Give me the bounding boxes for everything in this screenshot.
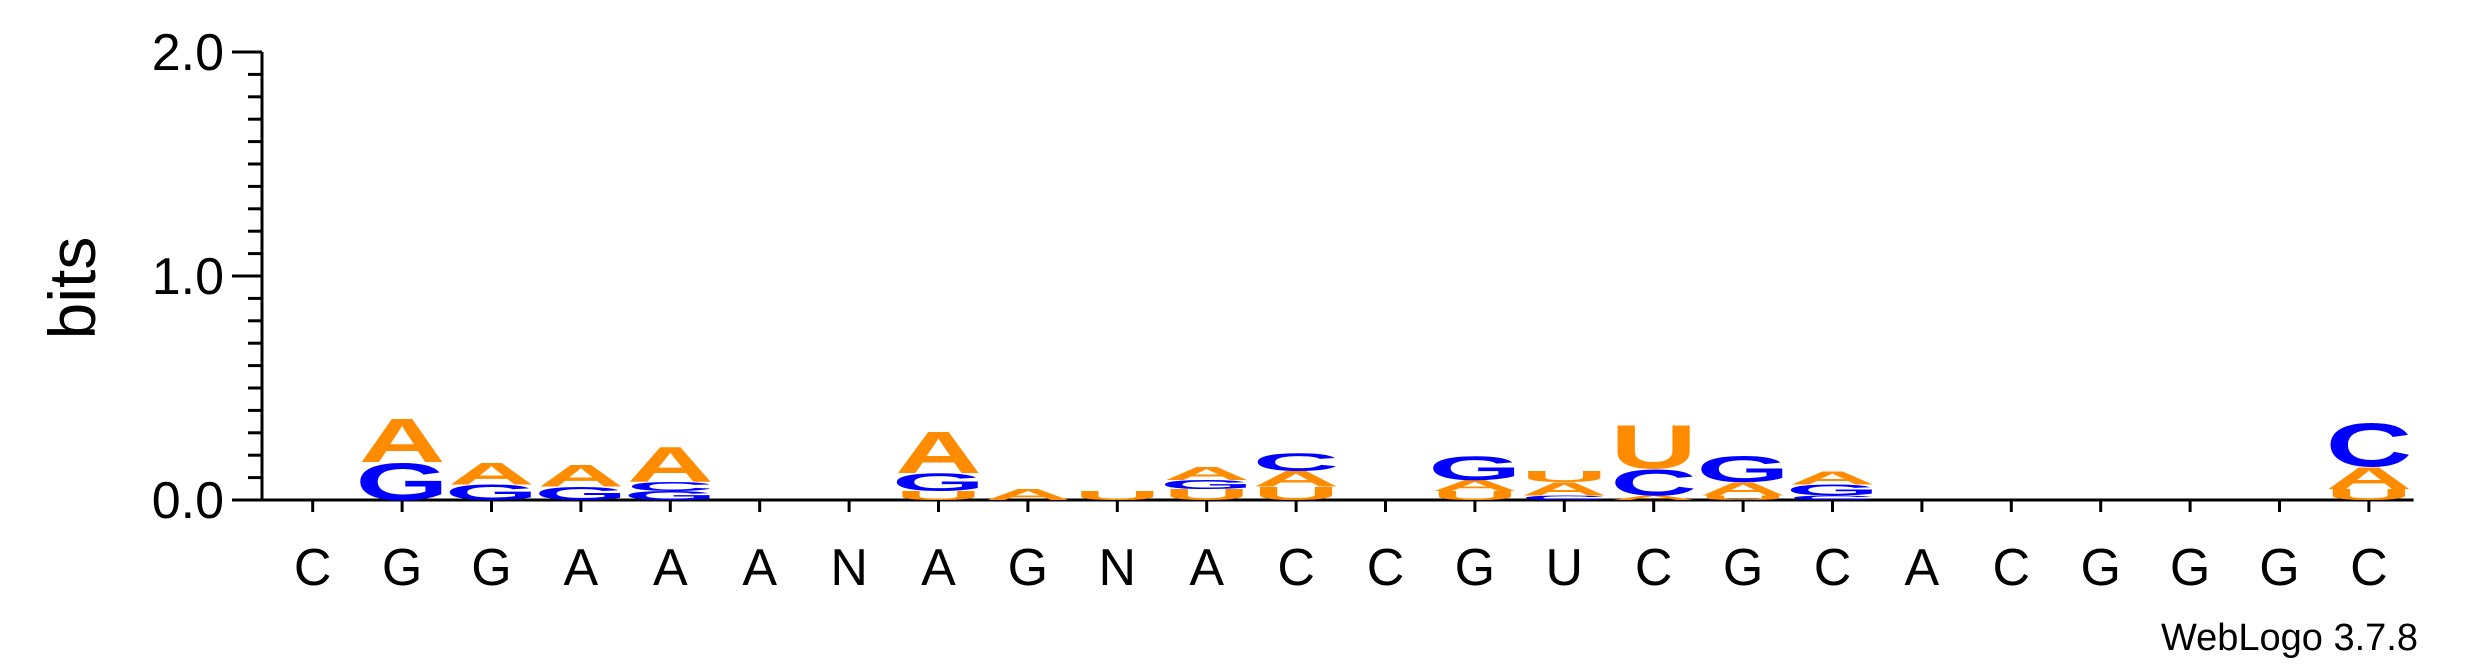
position-label: C xyxy=(1993,539,2031,597)
position-label: A xyxy=(1189,539,1224,597)
axes: 0.0 1.0 2.0 xyxy=(152,24,2414,530)
position-label: A xyxy=(653,539,688,597)
position-label: C xyxy=(1367,539,1405,597)
logo-letter-a: A xyxy=(2326,461,2413,496)
logo-letter-c: C xyxy=(627,480,714,494)
y-tick-label: 2.0 xyxy=(152,24,224,82)
logo-letter-u: U xyxy=(2326,486,2413,503)
logo-letter-u: U xyxy=(1521,468,1608,485)
position-label: U xyxy=(1546,539,1584,597)
y-tick-label: 0.0 xyxy=(152,472,224,530)
logo-letter-a: A xyxy=(627,438,714,493)
position-label: G xyxy=(2080,539,2120,597)
position-label: A xyxy=(742,539,777,597)
logo-letter-a: A xyxy=(1610,494,1697,501)
logo-letter-c: C xyxy=(1521,494,1608,501)
position-label: G xyxy=(2259,539,2299,597)
logo-letter-c: C xyxy=(1789,494,1876,501)
position-label: C xyxy=(2350,539,2388,597)
logo-letter-u: U xyxy=(1253,483,1340,504)
logo-letter-u: U xyxy=(1700,494,1787,501)
logo-letter-a: A xyxy=(1789,468,1876,489)
logo-letter-a: A xyxy=(1700,479,1787,500)
position-label: C xyxy=(294,539,332,597)
position-label: C xyxy=(1814,539,1852,597)
logo-letter-g: G xyxy=(1696,448,1789,490)
position-label: C xyxy=(1277,539,1315,597)
position-label: G xyxy=(2170,539,2210,597)
logo-letter-a: A xyxy=(895,420,982,486)
logo-letter-c: C xyxy=(2326,410,2413,480)
logo-letter-a: A xyxy=(1521,479,1608,500)
logo-letter-a: A xyxy=(1253,467,1340,491)
logo-letter-c: C xyxy=(1253,449,1340,477)
logo-letter-g: G xyxy=(355,452,448,511)
position-label: A xyxy=(564,539,599,597)
weblogo-credit: WebLogo 3.7.8 xyxy=(2161,617,2418,659)
position-label: G xyxy=(1008,539,1048,597)
position-label: G xyxy=(1455,539,1495,597)
position-label: G xyxy=(382,539,422,597)
logo-letter-g: G xyxy=(892,469,985,497)
logo-letter-g: G xyxy=(534,483,627,504)
logo-letter-g: G xyxy=(1428,449,1521,487)
logo-letter-u: U xyxy=(1074,489,1161,503)
position-label: N xyxy=(830,539,868,597)
logo-letter-u: U xyxy=(1163,486,1250,503)
logo-letter-a: A xyxy=(1432,477,1519,494)
logo-letter-u: U xyxy=(1610,413,1697,483)
y-axis-label: bits xyxy=(35,237,109,340)
logo-letter-a: A xyxy=(1163,463,1250,484)
logo-letter-u: U xyxy=(895,489,982,503)
logo-letter-g: G xyxy=(1160,478,1253,492)
position-label: A xyxy=(1905,539,1940,597)
position-label: A xyxy=(921,539,956,597)
position-label: G xyxy=(471,539,511,597)
logo-letter-g: G xyxy=(445,481,538,505)
logo-letter-u: U xyxy=(1432,489,1519,503)
y-tick-label: 1.0 xyxy=(152,248,224,306)
logo-letter-c: C xyxy=(1610,462,1697,504)
position-label: C xyxy=(1635,539,1673,597)
logo-letter-a: A xyxy=(985,486,1072,503)
position-label: G xyxy=(1723,539,1763,597)
logo-letter-g: G xyxy=(624,489,717,503)
logo-letter-a: A xyxy=(448,456,535,491)
logo-letter-g: G xyxy=(1786,482,1879,499)
logo-letter-a: A xyxy=(538,459,625,494)
logo-letter-a: A xyxy=(359,406,446,476)
position-label: N xyxy=(1099,539,1137,597)
